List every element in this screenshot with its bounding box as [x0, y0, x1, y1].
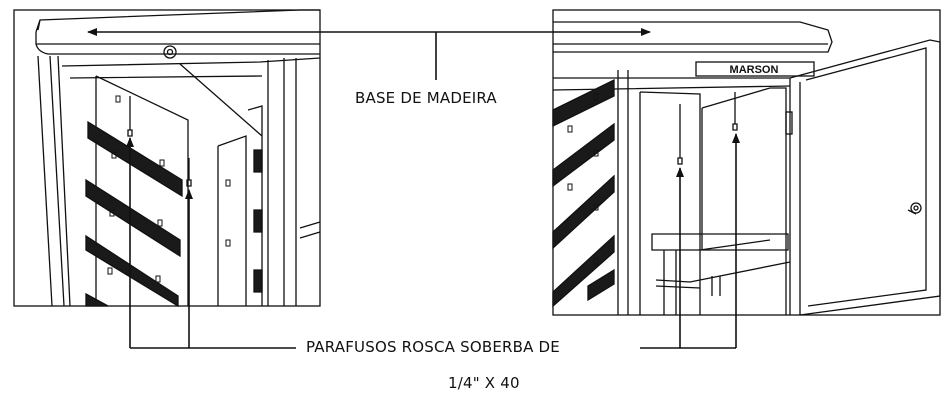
- brand-logo: MARSON: [730, 64, 779, 76]
- right-bottom-legs: [663, 250, 721, 315]
- right-panel-holes: [567, 93, 599, 265]
- right-inner-panel: [639, 91, 701, 315]
- right-slide-rails: [552, 78, 615, 308]
- right-open-door: [789, 39, 941, 316]
- label-screws: PARAFUSOS ROSCA SOBERBA DE: [306, 338, 560, 356]
- left-panel: [13, 9, 321, 308]
- screw-icon: [677, 92, 738, 165]
- left-top-rail: [61, 57, 321, 79]
- right-back-panel: [701, 87, 787, 315]
- left-panel-holes: [107, 95, 231, 283]
- right-panel: MARSON: [552, 9, 941, 316]
- label-base-de-madeira: BASE DE MADEIRA: [355, 89, 497, 107]
- hinge-icon: [785, 111, 793, 135]
- right-shelf: [651, 233, 791, 289]
- label-screw-size: 1/4" X 40: [448, 374, 520, 392]
- left-cabinet-post: [37, 55, 71, 307]
- right-left-post: [617, 70, 629, 315]
- right-top-rail: [552, 77, 791, 91]
- callout-screws: [126, 133, 740, 349]
- brand-plate: MARSON: [695, 61, 815, 77]
- left-inner-column: [217, 105, 263, 306]
- left-wooden-top: [35, 9, 320, 55]
- callout-base: [87, 28, 651, 80]
- left-back-diagonal: [179, 63, 263, 137]
- left-slide-rails: [85, 120, 263, 308]
- right-wooden-top: [553, 21, 833, 53]
- left-panel-frame: [13, 9, 321, 307]
- handle-icon: [907, 202, 922, 215]
- left-right-post: [267, 58, 321, 306]
- handle-icon: [163, 45, 177, 59]
- screw-icon: [127, 96, 192, 187]
- right-panel-frame: [552, 9, 941, 316]
